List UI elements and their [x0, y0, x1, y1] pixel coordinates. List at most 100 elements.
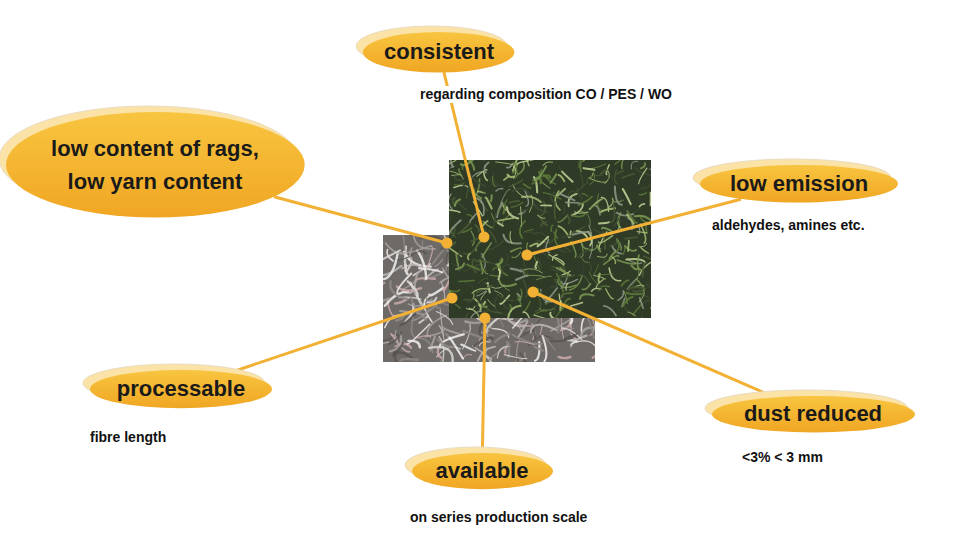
- green-fibre: [524, 232, 536, 234]
- green-fibre: [626, 259, 645, 262]
- green-fibre: [502, 265, 509, 275]
- green-fibre: [639, 262, 651, 276]
- green-fibre: [633, 291, 643, 292]
- green-fibre: [536, 166, 547, 180]
- green-fibre-ground: [449, 160, 651, 318]
- green-fibre: [550, 313, 555, 318]
- grey-fibre: [438, 339, 454, 347]
- grey-fibre: [403, 235, 405, 250]
- green-fibre: [578, 249, 590, 257]
- green-fibre: [506, 254, 508, 264]
- green-fibre: [449, 194, 453, 210]
- grey-fibre: [428, 298, 437, 303]
- green-fibre: [623, 248, 625, 255]
- callout-note: aldehydes, amines etc.: [710, 217, 867, 234]
- green-fibre: [630, 271, 639, 286]
- green-fibre: [573, 183, 587, 194]
- green-fibre: [461, 183, 471, 192]
- grey-fibre: [383, 235, 384, 243]
- green-fibre: [449, 210, 460, 213]
- green-fibre: [551, 174, 557, 183]
- green-fibre: [618, 291, 624, 301]
- green-fibre: [483, 221, 488, 225]
- green-fibre: [628, 287, 645, 290]
- callout-note: fibre length: [88, 429, 168, 446]
- green-fibre: [534, 315, 548, 318]
- green-fibre: [604, 256, 619, 265]
- green-fibre: [538, 215, 545, 218]
- green-fibre: [472, 259, 475, 272]
- green-fibre: [596, 279, 603, 288]
- green-fibre: [489, 179, 493, 185]
- green-fibre: [594, 276, 606, 280]
- green-fibre: [622, 280, 629, 285]
- green-fibre: [496, 200, 508, 215]
- grey-fibre: [531, 325, 557, 333]
- green-fibre: [456, 264, 464, 270]
- green-fibre: [562, 279, 578, 283]
- green-fibre: [508, 306, 521, 318]
- callout-heading: dust reduced: [744, 401, 882, 426]
- green-fibre: [589, 178, 607, 182]
- grey-fibre: [535, 347, 543, 351]
- leader-line: [482, 318, 485, 453]
- green-fibre: [464, 282, 474, 296]
- grey-fibre: [515, 342, 535, 345]
- green-fibre: [480, 259, 481, 272]
- green-fibre: [571, 303, 583, 306]
- green-fibre: [590, 172, 595, 185]
- green-fibre: [510, 232, 512, 244]
- green-fibre: [605, 171, 610, 184]
- green-fibre: [455, 176, 462, 181]
- green-fibre: [633, 304, 643, 315]
- green-fibre: [526, 275, 544, 277]
- green-fibre: [557, 280, 576, 288]
- green-fibre: [493, 266, 501, 270]
- green-fibre: [641, 248, 649, 254]
- green-fibre: [489, 230, 496, 242]
- green-fibre: [483, 160, 488, 161]
- green-fibre: [540, 318, 551, 319]
- green-fibre: [549, 255, 564, 265]
- green-fibre: [498, 279, 509, 290]
- green-fibre: [518, 289, 522, 300]
- green-fibre: [558, 215, 568, 222]
- green-fibre: [588, 261, 592, 271]
- green-fibre: [551, 192, 554, 201]
- green-fibre: [646, 284, 651, 291]
- green-fibre: [599, 274, 600, 282]
- green-fibre: [539, 201, 545, 215]
- green-fibre: [476, 260, 488, 263]
- green-fibre: [572, 214, 585, 217]
- green-fibre: [463, 243, 479, 254]
- green-fibre: [477, 291, 486, 296]
- green-fibre: [545, 175, 551, 177]
- grey-fibre: [401, 359, 418, 360]
- callout-heading: low content of rags, low yarn content: [42, 132, 267, 198]
- green-fibre: [559, 175, 565, 181]
- green-fibre: [498, 218, 513, 221]
- grey-fibre: [487, 330, 491, 342]
- green-fibre: [501, 312, 508, 316]
- grey-fibre: [417, 251, 426, 279]
- leader-dot: [522, 250, 533, 261]
- leader-line: [229, 298, 452, 373]
- grey-fibre: [383, 342, 389, 356]
- green-fibre: [524, 269, 543, 273]
- green-fibre: [551, 283, 559, 288]
- green-fibre: [523, 280, 527, 298]
- green-fibre: [509, 180, 522, 187]
- green-fibre: [597, 194, 604, 212]
- green-fibre: [468, 254, 470, 260]
- green-fibre: [594, 229, 603, 234]
- grey-fibre: [504, 355, 526, 359]
- callout-ellipse: dust reduced<3% < 3 mm: [712, 396, 915, 432]
- green-fibre: [610, 204, 614, 223]
- grey-fibre: [383, 283, 384, 291]
- green-fibre: [511, 269, 522, 272]
- green-fibre: [582, 194, 588, 197]
- leader-line: [274, 197, 447, 243]
- green-fibre: [504, 305, 509, 309]
- green-fibre: [622, 174, 634, 178]
- green-fibre: [475, 225, 479, 232]
